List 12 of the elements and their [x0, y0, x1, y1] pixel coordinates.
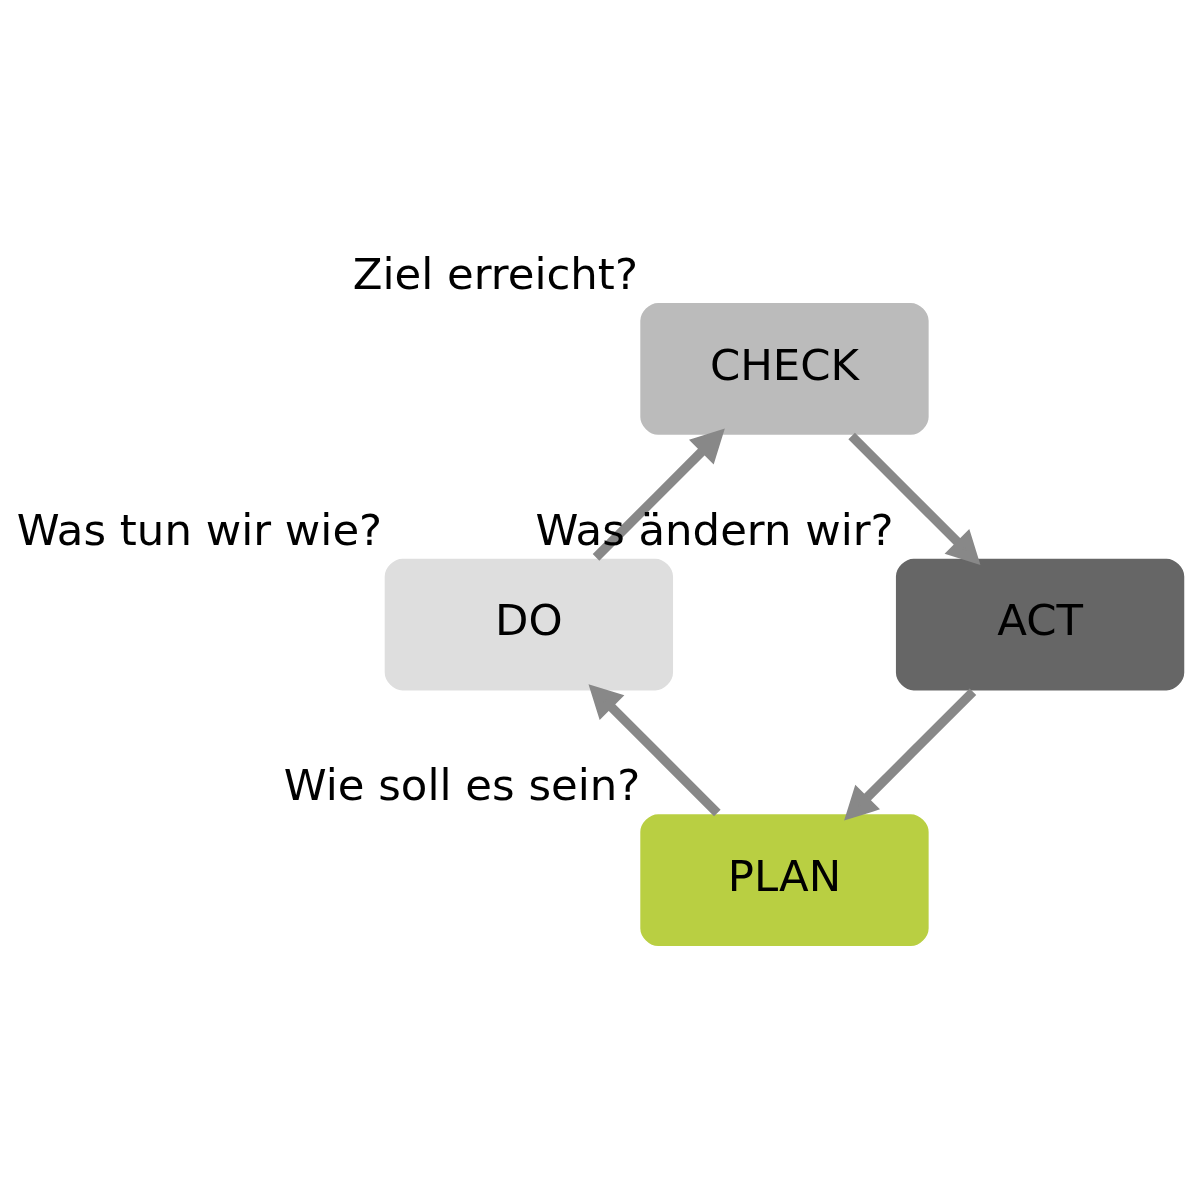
node-box: PLAN: [638, 812, 931, 948]
arrow: [588, 683, 721, 816]
arrow: [844, 687, 977, 820]
node-label: Wie soll es sein?: [283, 759, 641, 810]
node-box: CHECK: [638, 301, 931, 436]
arrow: [592, 428, 725, 561]
node-label: Ziel erreicht?: [352, 248, 638, 299]
node-label: Was ändern wir?: [535, 504, 894, 555]
arrow: [848, 432, 981, 565]
node-box: ACT: [894, 556, 1186, 692]
node-label: Was tun wir wie?: [16, 504, 383, 555]
node-box: DO: [383, 556, 675, 692]
